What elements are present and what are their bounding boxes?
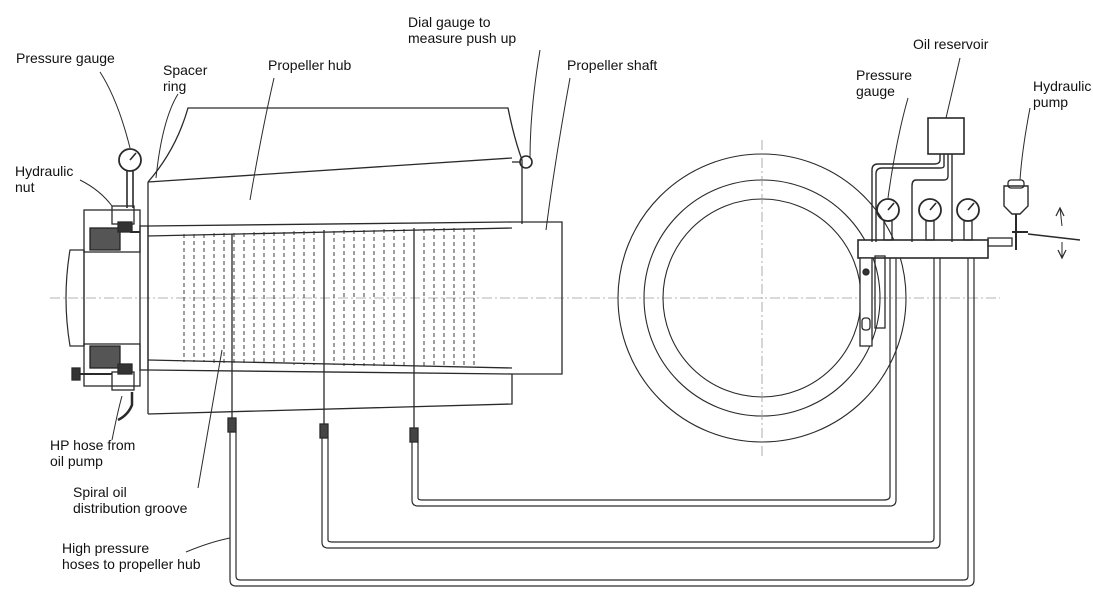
leader-lines (79, 49, 1031, 553)
shaft-taper (147, 227, 513, 369)
high-pressure-hoses (229, 256, 975, 587)
spiral-oil-groove (183, 228, 475, 368)
label-pressure-gauge-left: Pressure gauge (16, 50, 115, 66)
dial-gauge (512, 155, 533, 169)
label-pressure-gauge-right: Pressure gauge (856, 67, 913, 99)
hp-hose-stub (117, 392, 134, 422)
label-spiral-groove: Spiral oil distribution groove (73, 484, 188, 516)
propeller-hub (147, 107, 563, 415)
manifold-block (857, 239, 989, 347)
label-propeller-shaft: Propeller shaft (567, 57, 658, 73)
hub-oil-connections (227, 228, 419, 443)
label-dial-gauge: Dial gauge to measure push up (408, 14, 517, 46)
hydraulic-nut (71, 205, 141, 391)
label-propeller-hub: Propeller hub (268, 57, 352, 73)
label-high-pressure-hoses: High pressure hoses to propeller hub (62, 540, 201, 572)
label-oil-reservoir: Oil reservoir (913, 36, 989, 52)
label-hp-hose: HP hose from oil pump (50, 437, 136, 469)
right-pressure-gauges (876, 198, 980, 241)
label-spacer-ring: Spacer ring (163, 62, 208, 94)
pressure-gauge-left (118, 148, 142, 208)
hydraulic-pump (987, 179, 1081, 260)
label-hydraulic-pump: Hydraulic pump (1033, 78, 1092, 110)
shaft-tail (65, 249, 85, 347)
oil-reservoir (871, 117, 965, 242)
label-hydraulic-nut: Hydraulic nut (15, 163, 74, 195)
